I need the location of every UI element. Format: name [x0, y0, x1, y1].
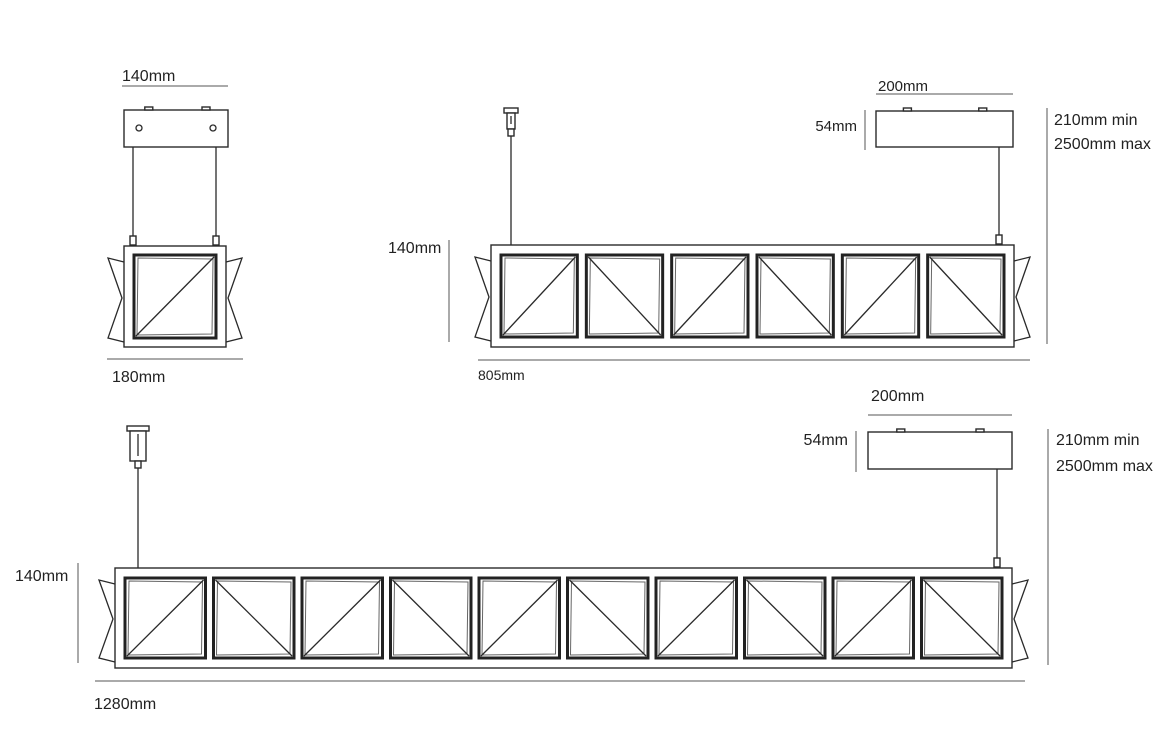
crystal-panel-diagonal [392, 579, 470, 657]
canopy [867, 431, 1013, 470]
1280-height-label: 140mm [15, 568, 68, 585]
crystal-panel-diagonal [215, 579, 293, 657]
crystal-panel-inner [503, 257, 575, 335]
crystal-panel-inner [127, 580, 204, 656]
canopy-screw-top [896, 428, 906, 433]
left-wing [473, 256, 492, 342]
canopy [875, 110, 1014, 148]
canopy [123, 109, 229, 148]
right-wing [1013, 256, 1032, 342]
crystal-panel-inner [136, 257, 214, 336]
crystal-panel-diagonal [480, 579, 558, 657]
crystal-panel-diagonal [834, 579, 912, 657]
wire-connector [993, 557, 1001, 568]
crystal-panel-diagonal [126, 579, 204, 657]
canopy-screw-top [902, 107, 913, 112]
crystal-panel-diagonal [929, 256, 1003, 336]
crystal-panel-diagonal [673, 256, 747, 336]
805-drop-min-label: 210mm min [1054, 112, 1138, 129]
1280-drop-max-label: 2500mm max [1056, 458, 1153, 475]
crystal-panel-inner [674, 257, 746, 335]
canopy-screw-top [144, 106, 154, 111]
805-drop-max-label: 2500mm max [1054, 136, 1151, 153]
crystal-panel-diagonal [758, 256, 832, 336]
side-canopy-width-label: 140mm [122, 68, 175, 85]
805-height-label: 140mm [388, 240, 441, 257]
right-wing [225, 257, 244, 343]
crystal-panel-inner [304, 580, 381, 656]
1280-drop-min-label: 210mm min [1056, 432, 1140, 449]
crystal-panel-inner [658, 580, 735, 656]
right-wing [1011, 579, 1030, 663]
crystal-panel-diagonal [587, 256, 662, 336]
crystal-panel-diagonal [135, 256, 215, 337]
ceiling-hook-cap [126, 425, 150, 432]
canopy-screw-top [978, 107, 988, 112]
wire-connector [129, 235, 137, 246]
crystal-panel-diagonal [502, 256, 576, 336]
ceiling-hook-nub [507, 128, 515, 137]
crystal-panel-inner [835, 580, 912, 656]
1280-canopy-height-label: 54mm [804, 432, 848, 449]
screw-icon [209, 124, 217, 132]
crystal-panel-diagonal [746, 579, 824, 657]
left-wing [106, 257, 125, 343]
side-view [106, 85, 244, 360]
ceiling-hook-cap [503, 107, 519, 114]
805-canopy-width-label: 200mm [878, 78, 928, 95]
wire-connector [995, 234, 1003, 245]
crystal-panel-inner [481, 580, 558, 656]
ceiling-hook-nub [134, 460, 142, 469]
1280-length-label: 1280mm [94, 696, 156, 713]
pendant-805-view [448, 93, 1048, 361]
wire-connector [212, 235, 220, 246]
canopy-screw-top [201, 106, 211, 111]
screw-icon [135, 124, 143, 132]
crystal-panel-diagonal [303, 579, 381, 657]
crystal-panel-inner [844, 257, 917, 335]
side-body-width-label: 180mm [112, 369, 165, 386]
crystal-panel-diagonal [569, 579, 647, 657]
pendant-1280-view [77, 414, 1049, 682]
canopy-screw-top [975, 428, 985, 433]
805-length-label: 805mm [478, 367, 525, 383]
left-wing [97, 579, 116, 663]
805-canopy-height-label: 54mm [815, 118, 857, 135]
crystal-panel-diagonal [923, 579, 1001, 657]
crystal-panel-diagonal [657, 579, 735, 657]
1280-canopy-width-label: 200mm [871, 388, 924, 405]
crystal-panel-diagonal [843, 256, 918, 336]
